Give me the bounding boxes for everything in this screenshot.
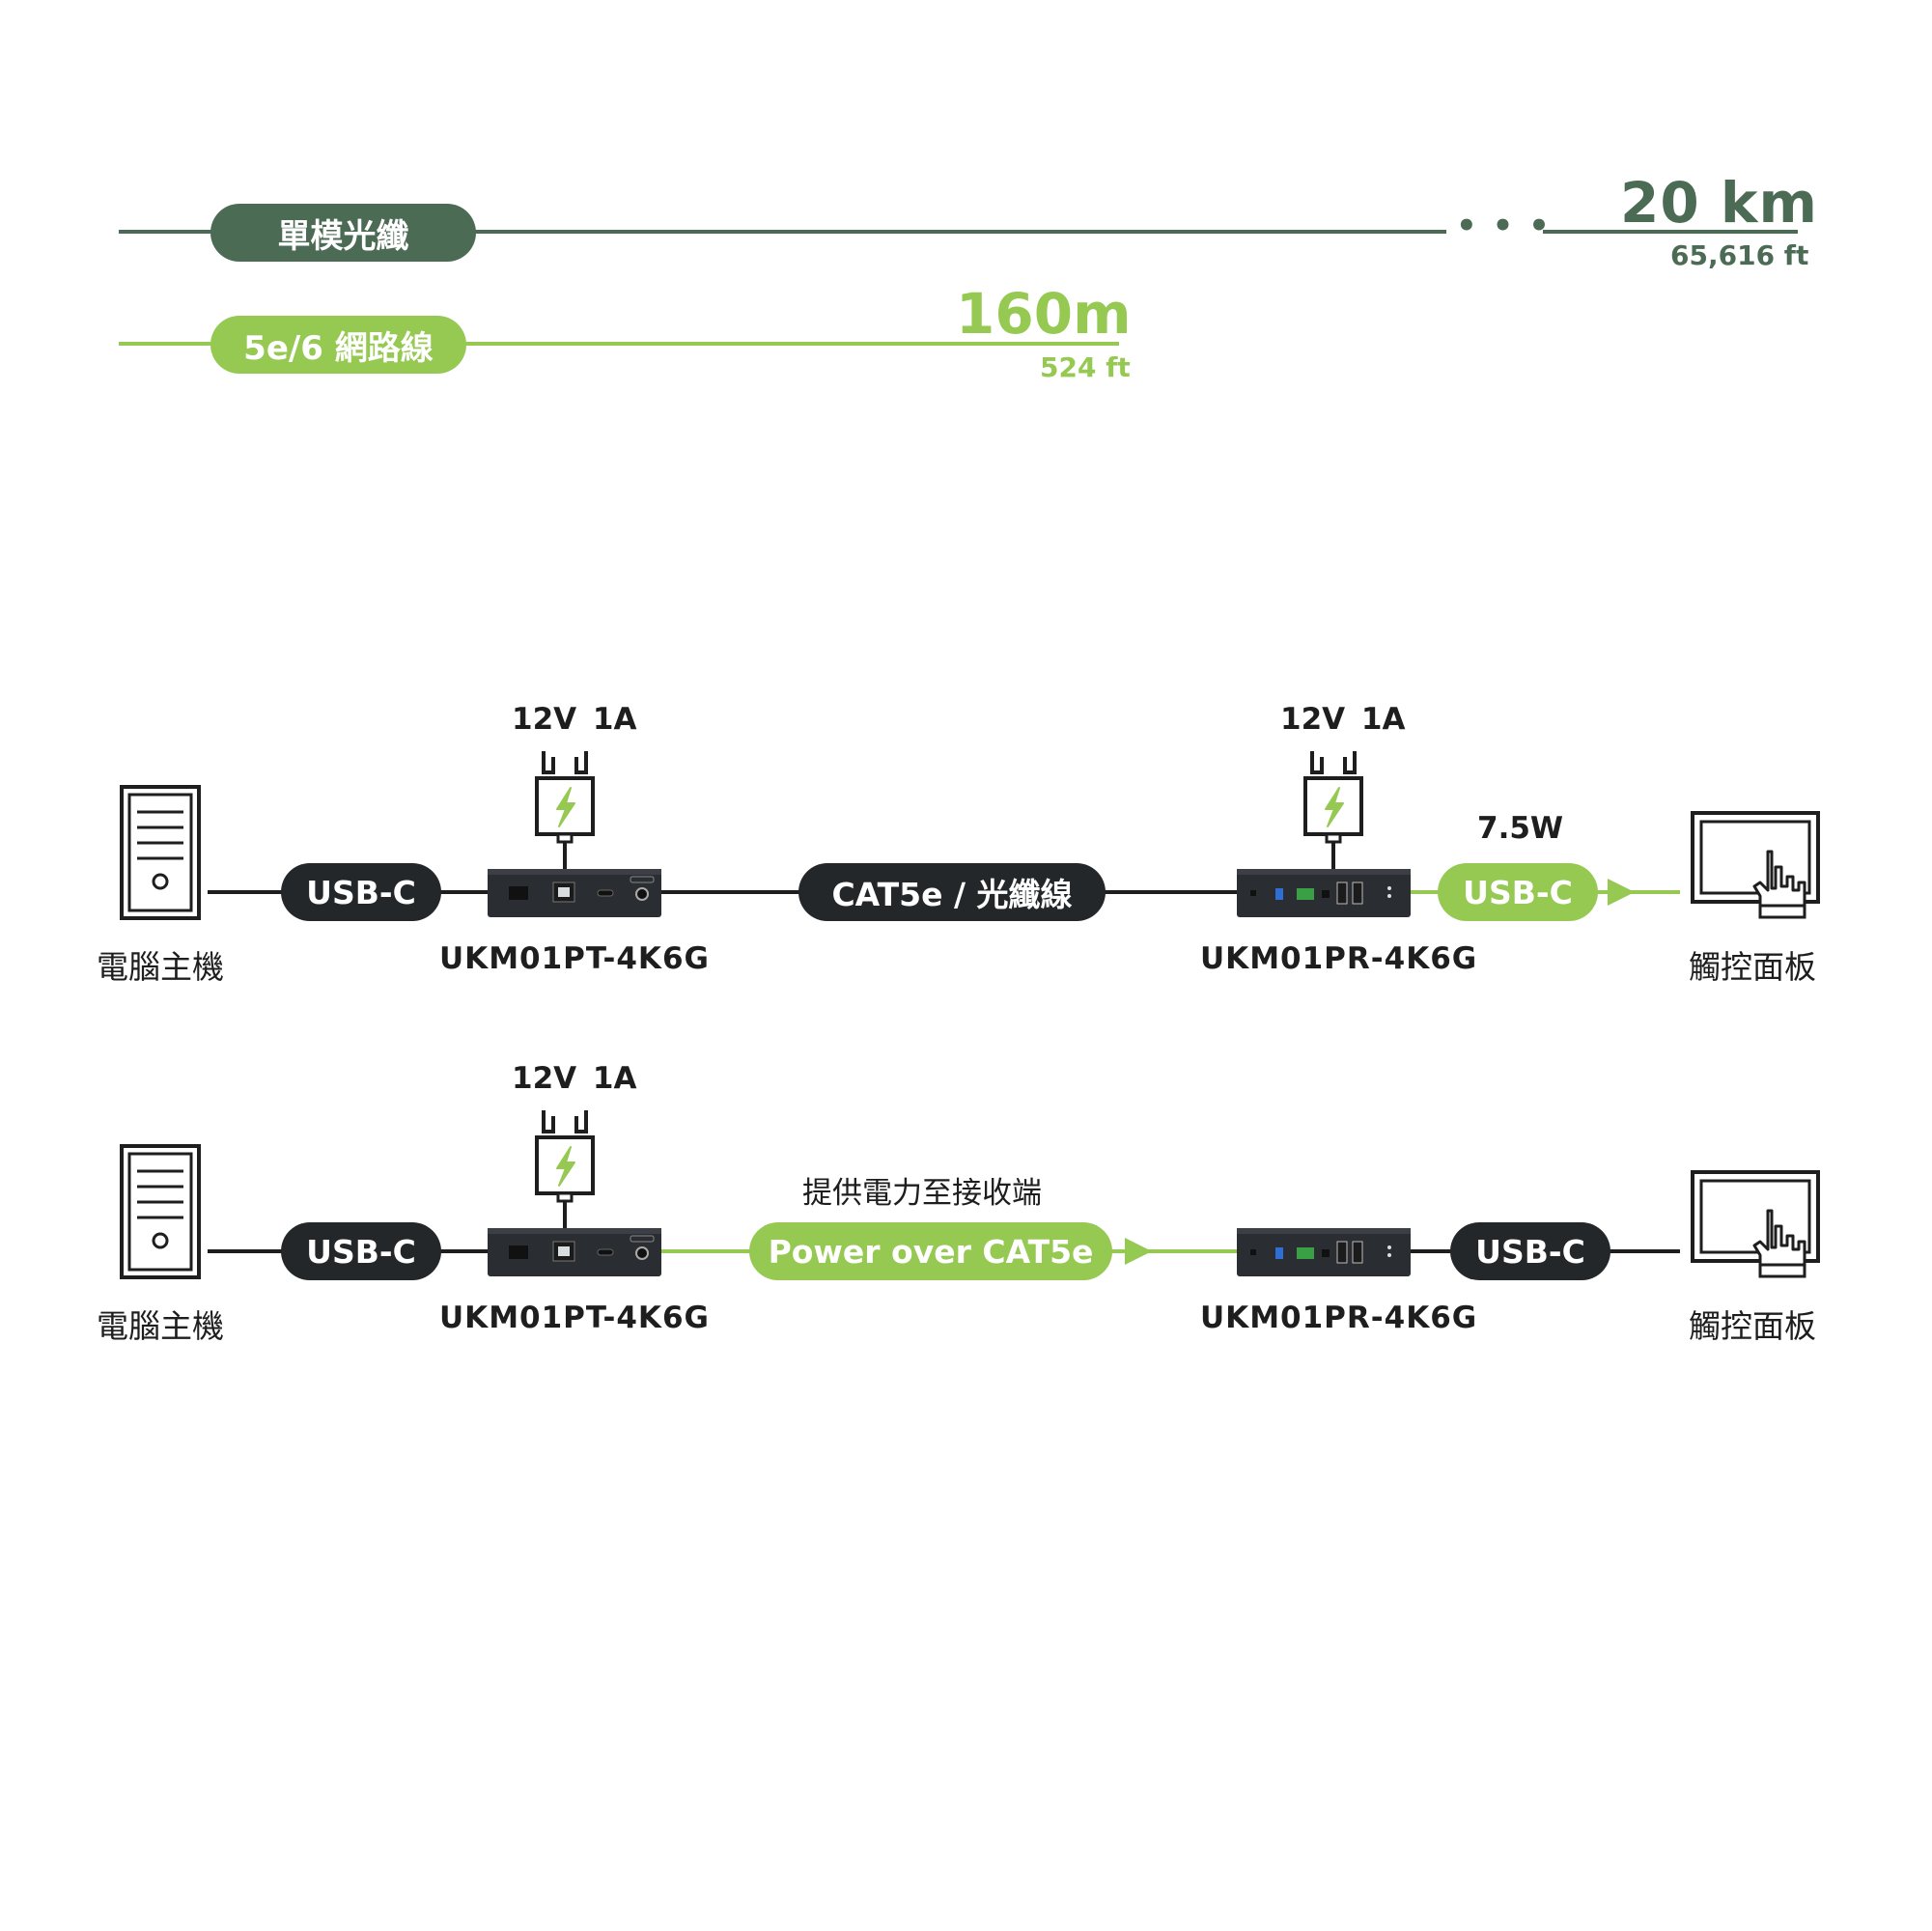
- tx-model-label: UKM01PT-4K6G: [439, 1301, 710, 1335]
- tx-extender-device: [488, 1228, 661, 1276]
- output-power-label: 7.5W: [1477, 811, 1564, 846]
- copper-label-pill: 5e/6 網路線: [210, 316, 466, 374]
- power-over-cat5e-pill: Power over CAT5e: [749, 1222, 1112, 1280]
- tx-extender-device: [488, 869, 661, 917]
- usb-c-left-pill: USB-C: [281, 863, 441, 921]
- computer-tower-icon: [120, 785, 201, 920]
- power-adapter-icon: [1303, 751, 1363, 872]
- arrow-right-icon: [1608, 879, 1635, 906]
- fiber-distance-feet: 65,616 ft: [1670, 239, 1809, 271]
- usb-c-right-pill: USB-C: [1450, 1222, 1610, 1280]
- fiber-line: [119, 230, 1446, 234]
- lightning-icon: [556, 1146, 575, 1187]
- poe-caption: 提供電力至接收端: [802, 1176, 1042, 1211]
- display-label: 觸控面板: [1689, 1307, 1816, 1345]
- fiber-label-pill: 單模光纖: [210, 204, 476, 262]
- rx-extender-device: [1237, 1228, 1411, 1276]
- hand-pointer-icon: [1752, 850, 1806, 908]
- rx-power-spec: 12V 1A: [1280, 702, 1406, 737]
- hand-pointer-icon: [1752, 1209, 1806, 1267]
- power-adapter-icon: [535, 751, 595, 872]
- copper-distance: 160m: [956, 281, 1132, 347]
- usb-c-right-pill: USB-C: [1438, 863, 1598, 921]
- tx-model-label: UKM01PT-4K6G: [439, 941, 710, 976]
- tx-power-spec: 12V 1A: [512, 702, 637, 737]
- rx-extender-device: [1237, 869, 1411, 917]
- touch-panel-icon: [1691, 811, 1820, 919]
- computer-tower-icon: [120, 1144, 201, 1279]
- computer-label: 電腦主機: [97, 948, 224, 986]
- computer-label: 電腦主機: [97, 1307, 224, 1345]
- power-adapter-icon: [535, 1110, 595, 1231]
- rx-model-label: UKM01PR-4K6G: [1200, 1301, 1478, 1335]
- fiber-distance: 20 km: [1620, 170, 1818, 236]
- cat5e-fiber-link-pill: CAT5e / 光纖線: [798, 863, 1106, 921]
- fiber-line-end: [1543, 230, 1798, 234]
- copper-line: [119, 342, 1119, 346]
- touch-panel-icon: [1691, 1170, 1820, 1278]
- lightning-icon: [1325, 787, 1344, 827]
- copper-distance-feet: 524 ft: [1040, 351, 1131, 383]
- rx-model-label: UKM01PR-4K6G: [1200, 941, 1478, 976]
- tx-power-spec: 12V 1A: [512, 1061, 637, 1096]
- arrow-right-icon: [1125, 1238, 1152, 1265]
- lightning-icon: [556, 787, 575, 827]
- fiber-ellipsis: • • •: [1456, 207, 1552, 245]
- usb-c-left-pill: USB-C: [281, 1222, 441, 1280]
- display-label: 觸控面板: [1689, 948, 1816, 986]
